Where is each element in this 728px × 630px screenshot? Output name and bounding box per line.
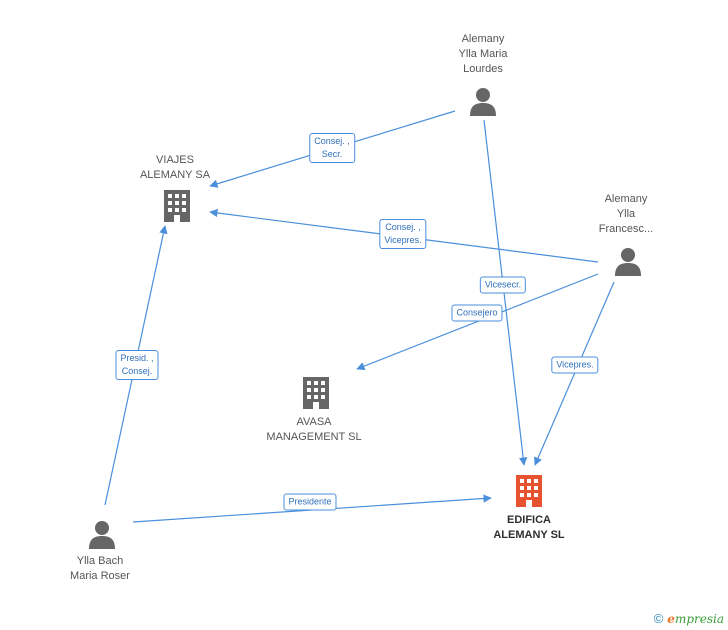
node-label-edifica-alemany-sl[interactable]: EDIFICA ALEMANY SL [493, 514, 565, 541]
building-icon[interactable] [162, 188, 192, 224]
person-icon[interactable] [614, 246, 642, 276]
edge-label-consejero: Consejero [451, 304, 503, 322]
node-label-avasa-management-sl[interactable]: AVASA MANAGEMENT SL [266, 416, 362, 443]
edge-francesc-to-edifica [534, 281, 615, 466]
building-icon[interactable] [514, 473, 544, 509]
node-label-alemany-ylla-francesc[interactable]: Alemany Ylla Francesc... [598, 193, 654, 235]
person-icon[interactable] [469, 86, 497, 116]
empresia-watermark: © empresia [654, 611, 724, 626]
node-label-alemany-ylla-maria-lourdes[interactable]: Alemany Ylla Maria Lourdes [458, 33, 508, 75]
node-label-ylla-bach-maria-roser[interactable]: Ylla Bach Maria Roser [70, 555, 130, 582]
building-icon[interactable] [301, 375, 331, 411]
edge-label-vicesecr: Vicesecr. [479, 276, 527, 294]
node-label-viajes-alemany-sa[interactable]: VIAJES ALEMANY SA [139, 154, 211, 181]
copyright-icon: © [653, 611, 664, 626]
person-icon[interactable] [88, 519, 116, 549]
edge-label-consej-vicepres: Consej. , Vicepres. [379, 219, 427, 249]
edge-label-presidente: Presidente [283, 493, 337, 511]
edge-label-consej-secr: Consej. , Secr. [309, 133, 355, 163]
edge-label-vicepres: Vicepres. [551, 356, 599, 374]
edge-francesc-to-avasa [356, 273, 599, 371]
edge-label-presid-consej: Presid. , Consej. [115, 350, 159, 380]
empresia-logo: empresia [667, 611, 724, 626]
